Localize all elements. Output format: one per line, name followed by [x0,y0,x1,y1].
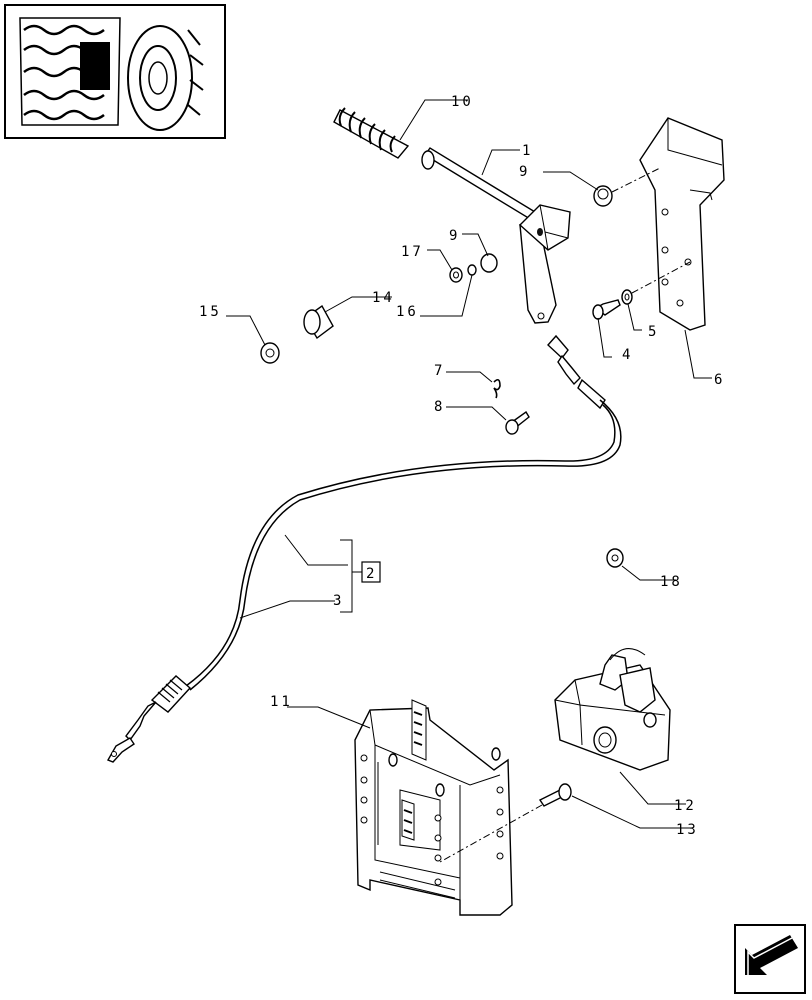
callout-10: 10 [451,94,474,110]
wheel-hub-icon [127,25,204,131]
callout-11: 11 [270,694,293,710]
bushing-14 [303,304,334,340]
bolt-13 [538,783,572,807]
spacer-9-lower [480,253,498,273]
callout-8: 8 [434,399,445,415]
mounting-bracket-part [639,117,725,331]
callout-labels: 10 1 9 9 17 16 15 14 4 5 6 7 8 18 3 11 1… [199,94,725,838]
callout-18: 18 [660,574,683,590]
callout-2: 2 [366,566,377,582]
leader-lines [226,99,712,829]
control-cable-part [106,334,622,763]
callout-17: 17 [401,244,424,260]
rubber-boot-part [333,107,410,159]
spacer-9-upper [593,185,613,207]
tractor-thumbnail [4,4,226,139]
nut-17 [449,267,463,283]
washer-5 [621,289,633,305]
pin-8 [505,410,530,435]
hitch-frame-part [354,699,513,916]
callout-7: 7 [434,363,445,379]
callout-14: 14 [372,290,395,306]
reference-box-2: 2 [361,561,381,583]
callout-5: 5 [648,324,659,340]
spring-clip-7 [493,378,501,399]
callout-12: 12 [674,798,697,814]
nut-18 [606,548,624,568]
callout-15: 15 [199,304,222,320]
callout-4: 4 [622,347,633,363]
callout-9-upper: 9 [519,164,530,180]
callout-3: 3 [333,593,344,609]
highlight-area [80,42,110,90]
callout-1: 1 [522,143,533,159]
callout-16: 16 [396,304,419,320]
callout-13: 13 [676,822,699,838]
control-lever-part [421,147,571,324]
washer-16 [467,264,477,276]
callout-6: 6 [714,372,725,388]
nut-15 [260,342,280,364]
hook-body-part [554,648,671,771]
bolt-4 [592,299,621,320]
next-page-arrow-icon[interactable] [734,924,806,994]
callout-9-lower: 9 [449,228,460,244]
